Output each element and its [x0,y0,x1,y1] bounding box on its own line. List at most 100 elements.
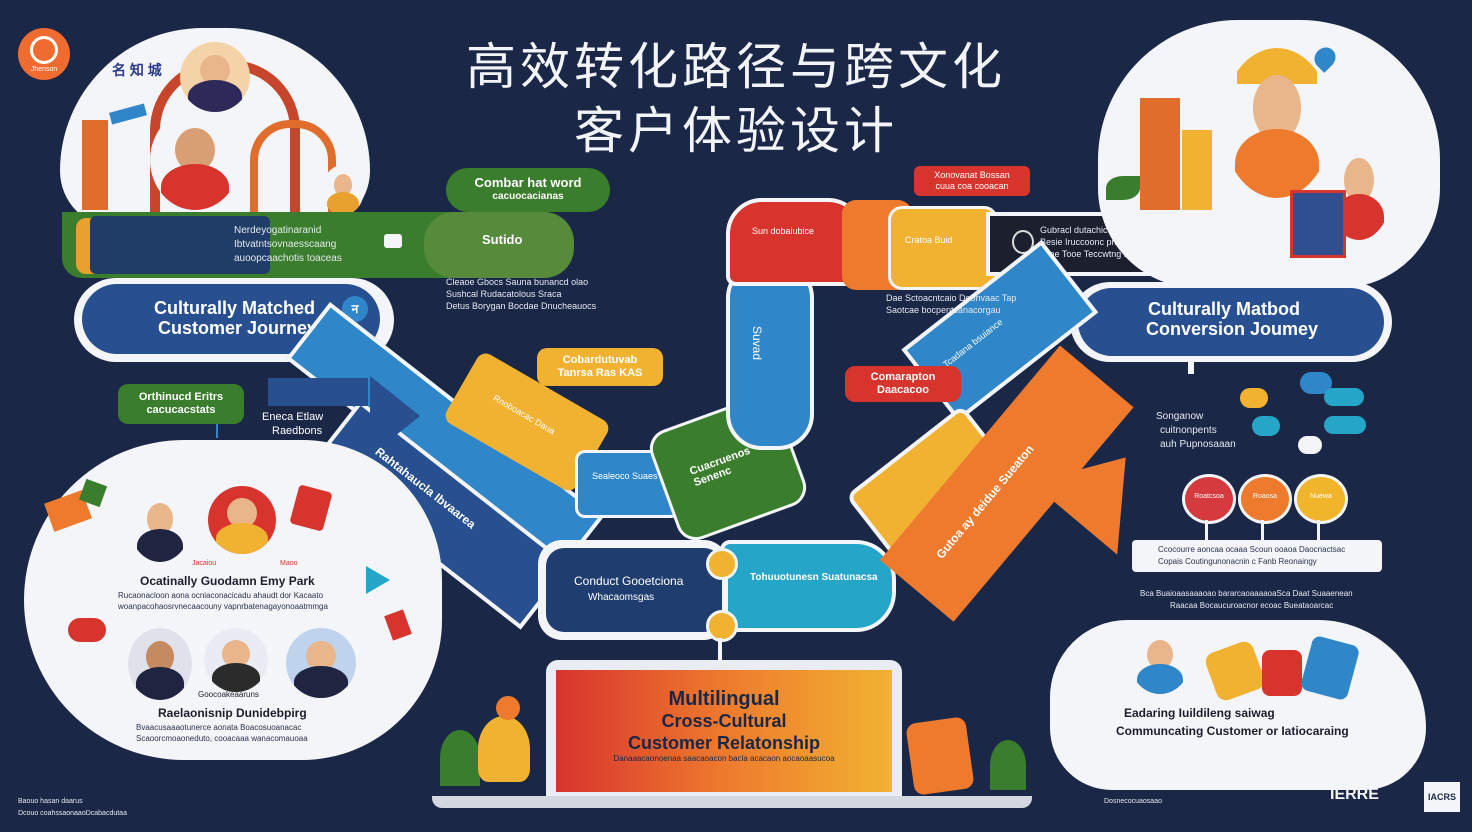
laptop-line3: Customer Relatonship [627,733,821,753]
pill-red-top-line1: Xonovanat Bossan [934,170,1010,180]
footer-brand: IERRE [1330,786,1379,803]
chat-bubble-icon [1240,388,1268,408]
mid-right-text: Dae Sctoacntcaio Doonvaac Tap Saotcae bo… [886,293,1017,315]
play-icon [366,566,390,594]
dark-bar-text-3: Tooe Tooe Teccwtng Lice Bpca Id [1040,249,1174,259]
dark-bar-text-1: Gubracl dutachicd sunctanraty [1040,225,1162,235]
green-bar: Nerdeyogatinaranid Ibtvatntsovnaesscaang… [62,212,574,278]
right-band-connector [1188,356,1194,374]
lollipop-stick [1261,520,1264,542]
green-bar-badge: Sutido [482,232,523,247]
chat-bubble-icon [1298,436,1322,454]
right-cloud-line2: Communcating Customer or Iatiocaraing [1116,724,1349,738]
left-band-line2: Customer Journey [158,318,318,338]
red-block-label: Sun dobaiubice [752,226,815,236]
pill-green-left-connector [216,424,218,438]
person-woman-avatar [180,42,250,112]
laptop-base [432,796,1032,808]
left-cloud-footer: Raelaonisnip Dunidebpirg [158,706,307,720]
pill-red-mid-line1: Comarapton [870,371,936,383]
letter-block-icon [1262,650,1302,696]
right-band: Culturally Matbod Conversion Joumey [1078,288,1384,356]
lollipop-stick [1205,520,1208,542]
building-icon [1140,98,1180,210]
cat-statue-icon [478,716,530,782]
pill-red-mid-line2: Daacacoo [877,384,929,396]
pill-red-top-line2: cuua coa cooacan [935,181,1009,191]
right-band-line2: Conversion Joumey [1146,319,1319,339]
bottom-box-line2: Whacaomsgas [588,592,655,603]
person-hat-avatar [1222,48,1332,198]
person-woman-red-avatar [208,486,276,554]
right-side-text: Songanow cuitnonpents auh Pupnosaaan [1156,411,1236,450]
left-cloud-footer-sub: Bvaacusaaaotunerce aonata Boacosuoanacac… [136,723,308,743]
cloud-chat-icon [68,618,106,642]
person-woman-avatar [204,628,268,692]
pill-orange-mid: Cobardutuvab Tanrsa Ras KAS [537,348,663,386]
name-label-3: Goocoakeaaruns [198,690,259,699]
teal-block-label: Tohuuotunesn Suatunacsa [750,572,878,583]
person-woman-blue-avatar [150,110,240,210]
name-label-1: Jacaiou [192,560,217,567]
right-below-box: Bca Buaioaasaaaoao bararcaoaaaaoaSca Daa… [1140,589,1353,610]
path-yellow-top-block: Cratoa Buid [888,206,998,290]
person-woman-dark-avatar [128,628,192,700]
building-icon [1182,130,1212,210]
card-icon [384,234,402,248]
pill-green-left-line2: cacucacstats [146,404,216,416]
lollipop-1: Roatcsoa [1182,474,1236,524]
green-bar-tip [424,212,574,278]
navy-arrow-shaft [268,378,368,406]
chat-bubble-icon [1324,416,1366,434]
person-man-suit-avatar [130,490,190,562]
person-boy-avatar [1130,628,1190,694]
pill-green-top-line2: cacuocacianas [492,191,564,202]
green-bar-text-2: Ibtvatntsovnaesscaang [234,239,337,250]
pill-green-left: Orthinucd Eritrs cacucacstats [118,384,244,424]
title-line1: 高效转化路径与跨文化 [466,38,1006,96]
coin-icon [706,610,738,642]
blue-vertical-label: Suvad [750,326,764,361]
person-man-avatar [286,628,356,698]
pill-green-top: Combar hat word cacuocacianas [446,168,610,212]
lollipop-stick [1317,520,1320,542]
name-label-2: Maoo [280,560,298,567]
corner-label: 名 知 城 [112,62,162,78]
book-icon [1290,190,1346,258]
laptop-sub: Danaaacaonoenaa saacaoacon bacla acacaon… [613,754,835,763]
coin-connector [718,638,722,662]
right-cloud-line1: Eadaring Iuildileng saiwag [1124,706,1275,720]
right-band-line1: Culturally Matbod [1148,299,1300,319]
chat-bubble-icon [1300,372,1332,394]
right-box-line2: Copais Coutingunonacnin c Fanb Reonaingy [1158,557,1317,566]
brand-logo: Jhenson [18,28,70,80]
bottom-box: Conduct Gooetciona Whacaomsgas [546,548,722,632]
laptop-line1: Multilingual [668,688,780,710]
plant-icon [990,740,1026,790]
ball-icon [496,696,520,720]
right-box-line1: Ccocourre aoncaa ocaaa Scoun ooaoa Daocn… [1158,545,1346,554]
left-note: Eneca Etlaw Raedbons [262,411,324,437]
green-bar-text-1: Nerdeyogatinaranid [234,225,322,236]
lollipop-3: Nuewa [1294,474,1348,524]
right-info-box: Ccocourre aoncaa ocaaa Scoun ooaoa Daocn… [1132,540,1382,572]
left-band-line1: Culturally Matched [154,298,316,318]
chat-bubble-icon [1324,388,1364,406]
blue-small-label: Sealeoco Suaes [592,471,658,481]
plant-icon [440,730,480,786]
lollipop-2: Roaosa [1238,474,1292,524]
pill-red-mid: Comarapton Daacacoo [845,366,961,402]
title-line2: 客户体验设计 [574,102,898,160]
footer-left: Baouo hasan daarus Dcouo coahssaonaaoDca… [18,798,127,817]
pill-green-left-line1: Orthinucd Eritrs [138,391,224,403]
bottom-box-line1: Conduct Gooetciona [574,574,684,588]
tower-icon [82,120,108,210]
chat-bubble-icon [1252,416,1280,436]
laptop-screen: Multilingual Cross-Cultural Customer Rel… [556,670,892,792]
green-bar-text-3: auoopcaachotis toaceas [234,253,342,264]
pill-green-top-line1: Combar hat word [474,175,582,190]
logo-icon [30,36,58,64]
navy-arrow-head [370,376,420,456]
yellow-block-label: Rnoboacac Daua [491,392,557,437]
green-bar-map-icon [90,216,270,274]
